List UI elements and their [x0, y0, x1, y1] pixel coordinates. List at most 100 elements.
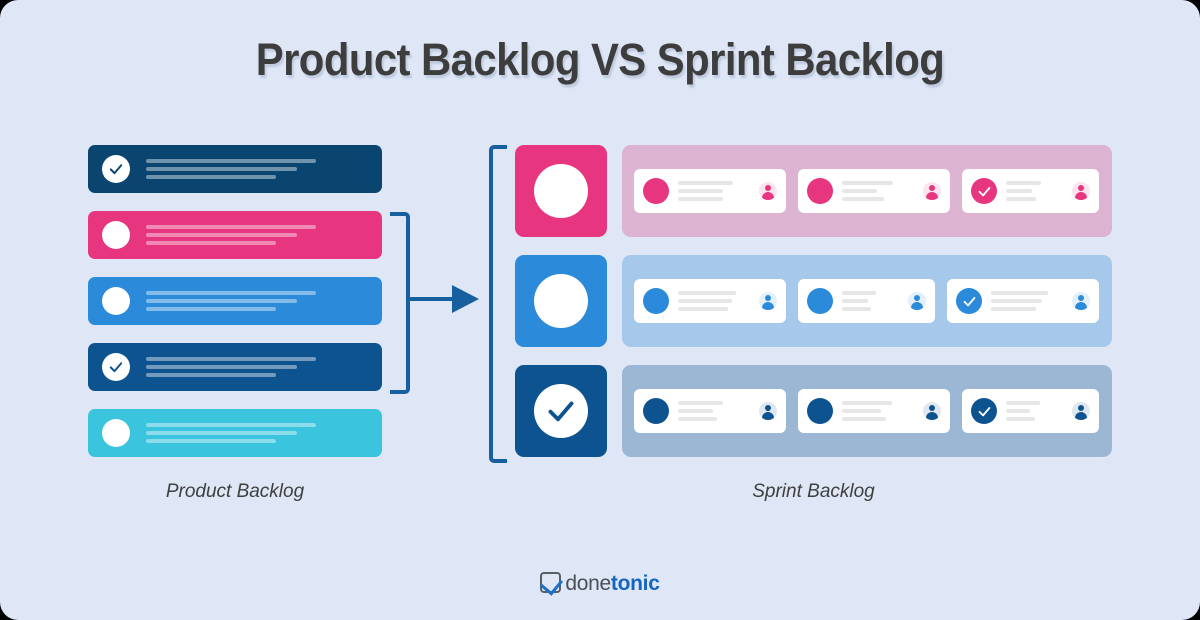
task-circle — [807, 398, 833, 424]
logo-text-done: done — [565, 572, 611, 595]
sprint-task-card[interactable] — [947, 279, 1099, 323]
sprint-task-card[interactable] — [798, 279, 935, 323]
placeholder-line — [146, 233, 298, 237]
placeholder-line — [842, 417, 886, 421]
placeholder-line — [1006, 409, 1031, 413]
assignee-avatar-icon[interactable] — [1072, 292, 1090, 310]
placeholder-text-lines — [678, 181, 751, 201]
status-check-circle — [102, 155, 130, 183]
placeholder-text-lines — [678, 291, 751, 311]
sprint-row-strip — [622, 145, 1112, 237]
task-circle — [807, 178, 833, 204]
placeholder-text-lines — [146, 159, 382, 179]
placeholder-line — [991, 307, 1037, 311]
placeholder-line — [842, 401, 892, 405]
task-check-circle — [971, 178, 997, 204]
assignee-avatar-icon[interactable] — [759, 182, 777, 200]
placeholder-line — [678, 409, 714, 413]
task-circle — [643, 398, 669, 424]
assignee-avatar-icon[interactable] — [759, 402, 777, 420]
task-circle — [807, 288, 833, 314]
sprint-task-card[interactable] — [798, 389, 950, 433]
check-icon — [548, 401, 574, 422]
sprint-task-card[interactable] — [634, 389, 786, 433]
placeholder-line — [146, 423, 316, 427]
placeholder-line — [678, 417, 718, 421]
sprint-status-tile[interactable] — [515, 145, 607, 237]
sprint-status-tile[interactable] — [515, 255, 607, 347]
assignee-avatar-icon[interactable] — [1072, 182, 1090, 200]
placeholder-line — [678, 181, 734, 185]
grouping-bracket — [390, 212, 410, 394]
sprint-task-card[interactable] — [634, 279, 786, 323]
logo-text-tonic: tonic — [610, 572, 660, 595]
task-check-circle — [971, 398, 997, 424]
sprint-bracket — [489, 145, 507, 463]
checkbox-check-icon — [540, 572, 562, 593]
placeholder-text-lines — [842, 401, 915, 421]
status-check-circle — [102, 353, 130, 381]
placeholder-line — [842, 291, 876, 295]
tile-check-circle — [534, 384, 588, 438]
placeholder-text-lines — [146, 423, 382, 443]
product-backlog-caption: Product Backlog — [165, 481, 305, 502]
placeholder-line — [1006, 197, 1037, 201]
task-circle — [643, 178, 669, 204]
placeholder-line — [678, 189, 724, 193]
placeholder-line — [678, 197, 724, 201]
flow-arrow-line — [406, 297, 454, 301]
placeholder-line — [146, 439, 276, 443]
placeholder-line — [678, 307, 728, 311]
check-icon — [963, 296, 975, 306]
backlog-item-2[interactable] — [88, 211, 382, 259]
sprint-task-card[interactable] — [962, 389, 1099, 433]
check-icon — [978, 406, 990, 416]
backlog-item-5[interactable] — [88, 409, 382, 457]
tile-circle — [534, 274, 588, 328]
backlog-item-3[interactable] — [88, 277, 382, 325]
page-title: Product Backlog VS Sprint Backlog — [255, 34, 945, 85]
product-backlog-list — [88, 145, 382, 475]
placeholder-line — [842, 409, 882, 413]
assignee-avatar-icon[interactable] — [923, 182, 941, 200]
status-circle — [102, 221, 130, 249]
placeholder-line — [146, 373, 276, 377]
placeholder-line — [1006, 189, 1032, 193]
placeholder-line — [146, 225, 316, 229]
placeholder-line — [146, 159, 316, 163]
backlog-item-4[interactable] — [88, 343, 382, 391]
placeholder-text-lines — [1006, 181, 1064, 201]
placeholder-line — [842, 181, 894, 185]
placeholder-text-lines — [842, 181, 915, 201]
placeholder-line — [842, 197, 885, 201]
assignee-avatar-icon[interactable] — [759, 292, 777, 310]
placeholder-text-lines — [991, 291, 1064, 311]
check-icon — [978, 186, 990, 196]
placeholder-line — [842, 299, 868, 303]
tile-circle — [534, 164, 588, 218]
sprint-task-card[interactable] — [798, 169, 950, 213]
placeholder-line — [991, 291, 1048, 295]
assignee-avatar-icon[interactable] — [923, 402, 941, 420]
donetonic-logo: donetonic — [0, 572, 1200, 596]
sprint-task-card[interactable] — [962, 169, 1099, 213]
placeholder-line — [146, 431, 298, 435]
placeholder-line — [1006, 181, 1041, 185]
check-icon — [109, 362, 123, 373]
sprint-backlog-caption: Sprint Backlog — [752, 481, 875, 502]
sprint-task-card[interactable] — [634, 169, 786, 213]
placeholder-line — [842, 189, 878, 193]
placeholder-text-lines — [842, 291, 900, 311]
assignee-avatar-icon[interactable] — [908, 292, 926, 310]
sprint-status-tile[interactable] — [515, 365, 607, 457]
placeholder-line — [146, 365, 298, 369]
placeholder-line — [678, 299, 733, 303]
status-circle — [102, 287, 130, 315]
placeholder-text-lines — [146, 357, 382, 377]
placeholder-line — [146, 299, 298, 303]
assignee-avatar-icon[interactable] — [1072, 402, 1090, 420]
placeholder-line — [1006, 401, 1040, 405]
placeholder-line — [146, 167, 298, 171]
backlog-item-1[interactable] — [88, 145, 382, 193]
